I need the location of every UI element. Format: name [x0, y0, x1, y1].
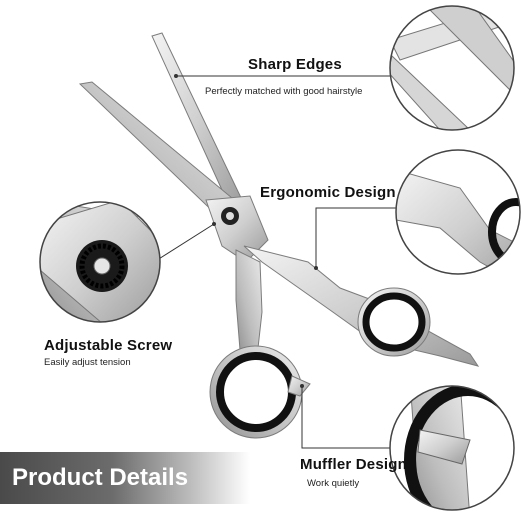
zoom-circle-sharp-edges: [389, 5, 515, 131]
callout-line-muffler: [301, 386, 392, 449]
callout-line-ergonomic: [315, 207, 400, 268]
zoom-circle-ergonomic: [395, 149, 521, 275]
muffler-design-title: Muffler Design: [300, 456, 407, 473]
product-details-banner: Product Details: [0, 452, 250, 504]
ergonomic-design-title: Ergonomic Design: [260, 184, 396, 201]
callout-line-screw: [153, 223, 215, 263]
sharp-edges-title: Sharp Edges: [248, 56, 342, 73]
scissors-left-shank: [235, 249, 263, 351]
product-details-title: Product Details: [12, 464, 189, 491]
adjustable-screw-desc: Easily adjust tension: [44, 357, 131, 368]
zoom-circle-adjustable-screw: [39, 201, 161, 323]
right-finger-ring: [362, 292, 426, 352]
muffler-tang: [287, 375, 311, 397]
muffler-design-desc: Work quietly: [307, 478, 360, 489]
left-finger-ring: [216, 352, 296, 432]
zoom-circle-muffler: [389, 385, 515, 511]
sharp-edges-desc: Perfectly matched with good hairstyle: [205, 86, 363, 97]
adjustable-screw-title: Adjustable Screw: [44, 337, 173, 354]
